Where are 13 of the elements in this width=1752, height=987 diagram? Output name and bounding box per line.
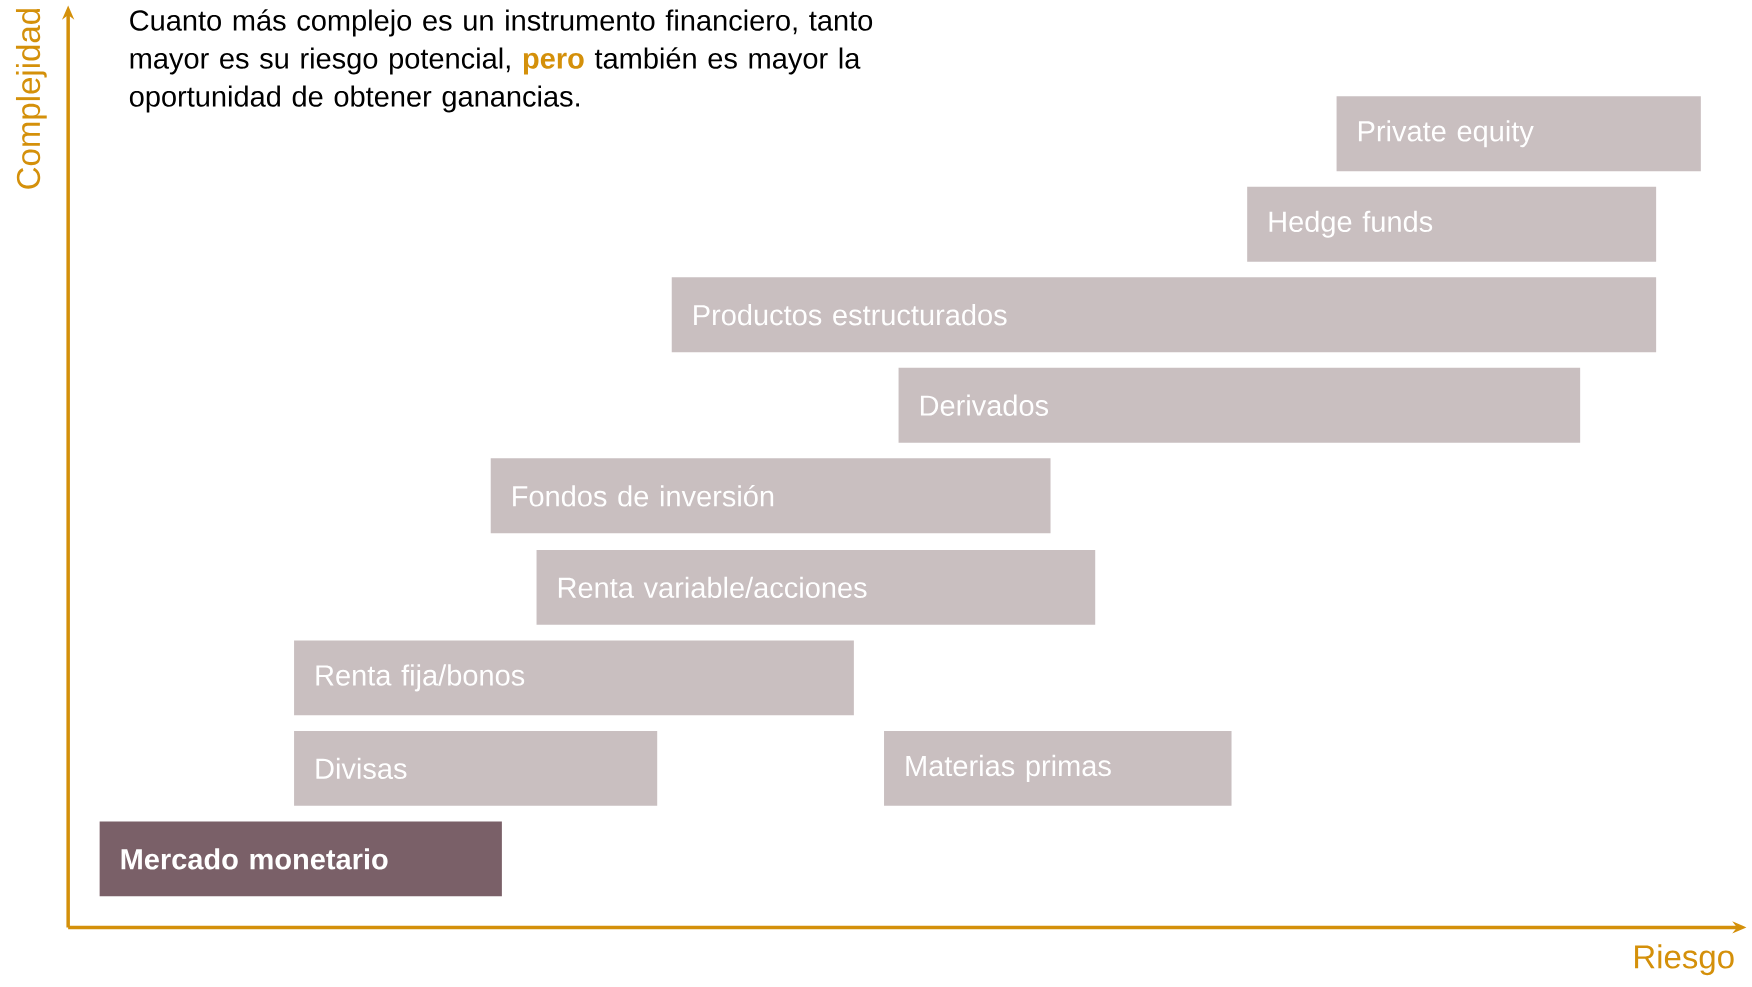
category-bar: Hedge funds <box>1247 186 1657 262</box>
axis-label: Complejidad <box>15 9 47 189</box>
category-bar: Materias primas <box>884 730 1232 806</box>
category-bar: Divisas <box>294 730 658 806</box>
category-bar: Private equity <box>1336 96 1701 172</box>
category-bar: Renta fija/bonos <box>294 640 854 716</box>
category-bar: Productos estructurados <box>671 277 1657 353</box>
category-bar: Derivados <box>898 367 1581 443</box>
category-bar: Renta variable/acciones <box>536 549 1096 625</box>
axis-label: Riesgo <box>1635 944 1734 976</box>
category-bar: Mercado monetario <box>99 821 502 897</box>
category-bar: Fondos de inversión <box>490 458 1051 534</box>
title: Cuanto más complejo es un instrumento financiero, tanto mayor es su riesgo potencial, pero también es mayor la oportunidad de obtener ganancias. <box>129 9 873 113</box>
